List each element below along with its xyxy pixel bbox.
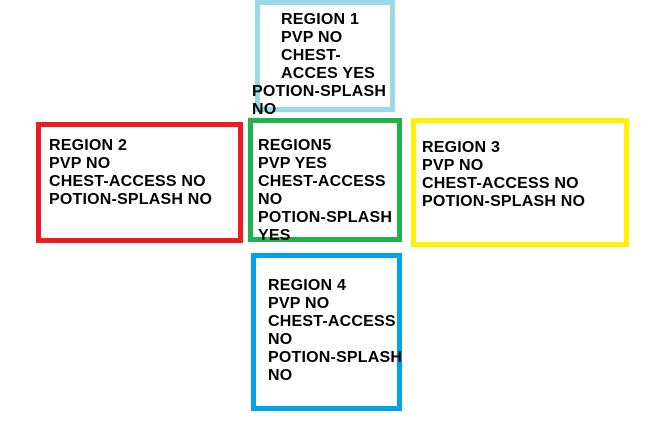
region-2-box xyxy=(36,122,243,243)
region-5-potion-2: YES xyxy=(258,227,291,244)
region-3-chest: CHEST-ACCESS NO xyxy=(422,175,579,192)
region-5-box xyxy=(248,118,402,242)
region-1-potion-1: POTION-SPLASH xyxy=(252,83,387,100)
region-1-chest-2: ACCES YES xyxy=(281,65,375,82)
region-3-pvp: PVP NO xyxy=(422,157,484,174)
region-3-potion: POTION-SPLASH NO xyxy=(422,193,586,210)
region-3-title: REGION 3 xyxy=(422,139,501,156)
region-4-pvp: PVP NO xyxy=(268,295,330,312)
region-1-title: REGION 1 xyxy=(281,11,360,28)
region-4-chest-1: CHEST-ACCESS xyxy=(268,313,396,330)
region-5-potion-1: POTION-SPLASH xyxy=(258,209,393,226)
region-2-label: REGION 2 PVP NO CHEST-ACCESS NO POTION-S… xyxy=(49,137,212,209)
region-5-title: REGION5 xyxy=(258,137,332,154)
region-1-pvp: PVP NO xyxy=(281,29,343,46)
region-1-box xyxy=(255,0,395,112)
region-1-label: REGION 1 PVP NO CHEST- ACCES YES POTION-… xyxy=(252,11,386,119)
region-5-chest-2: NO xyxy=(258,191,283,208)
region-4-chest-2: NO xyxy=(268,331,293,348)
region-4-title: REGION 4 xyxy=(268,277,347,294)
region-4-box xyxy=(251,253,402,411)
region-5-chest-1: CHEST-ACCESS xyxy=(258,173,386,190)
region-2-potion: POTION-SPLASH NO xyxy=(49,191,213,208)
region-5-label: REGION5 PVP YES CHEST-ACCESS NO POTION-S… xyxy=(258,137,392,245)
region-2-chest: CHEST-ACCESS NO xyxy=(49,173,206,190)
region-4-potion-2: NO xyxy=(268,367,293,384)
region-2-title: REGION 2 xyxy=(49,137,128,154)
region-1-potion-2: NO xyxy=(252,101,277,118)
region-3-label: REGION 3 PVP NO CHEST-ACCESS NO POTION-S… xyxy=(422,139,585,211)
region-3-box xyxy=(411,118,629,247)
region-4-label: REGION 4 PVP NO CHEST-ACCESS NO POTION-S… xyxy=(268,277,402,385)
region-4-potion-1: POTION-SPLASH xyxy=(268,349,403,366)
region-5-pvp: PVP YES xyxy=(258,155,328,172)
region-2-pvp: PVP NO xyxy=(49,155,111,172)
region-1-chest-1: CHEST- xyxy=(281,47,341,64)
